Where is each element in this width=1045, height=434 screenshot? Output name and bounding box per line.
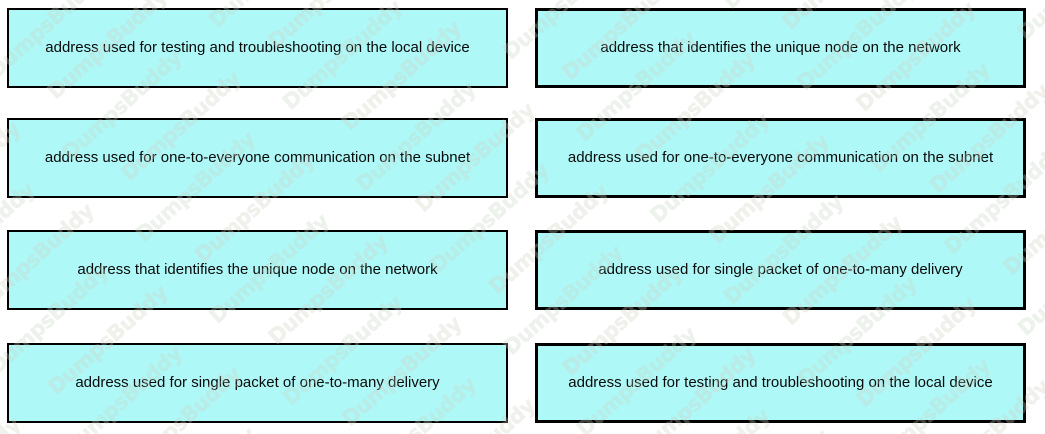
answer-box-left-3-label: address that identifies the unique node …: [77, 261, 438, 279]
answer-box-right-1-label: address that identifies the unique node …: [600, 39, 961, 57]
answer-box-left-1-label: address used for testing and troubleshoo…: [45, 39, 470, 57]
answer-box-left-4[interactable]: address used for single packet of one-to…: [7, 343, 508, 423]
answer-box-right-2-label: address used for one-to-everyone communi…: [567, 149, 994, 167]
answer-box-left-2[interactable]: address used for one-to-everyone communi…: [7, 118, 508, 198]
answer-box-left-2-label: address used for one-to-everyone communi…: [44, 149, 471, 167]
answer-box-right-3[interactable]: address used for single packet of one-to…: [535, 230, 1026, 310]
answer-box-right-4-label: address used for testing and troubleshoo…: [568, 374, 993, 392]
answer-box-left-4-label: address used for single packet of one-to…: [75, 374, 440, 392]
answer-box-right-3-label: address used for single packet of one-to…: [598, 261, 963, 279]
answer-box-left-3[interactable]: address that identifies the unique node …: [7, 230, 508, 310]
answer-box-right-4[interactable]: address used for testing and troubleshoo…: [535, 343, 1026, 423]
answer-box-right-1[interactable]: address that identifies the unique node …: [535, 8, 1026, 88]
answer-box-right-2[interactable]: address used for one-to-everyone communi…: [535, 118, 1026, 198]
answer-box-left-1[interactable]: address used for testing and troubleshoo…: [7, 8, 508, 88]
